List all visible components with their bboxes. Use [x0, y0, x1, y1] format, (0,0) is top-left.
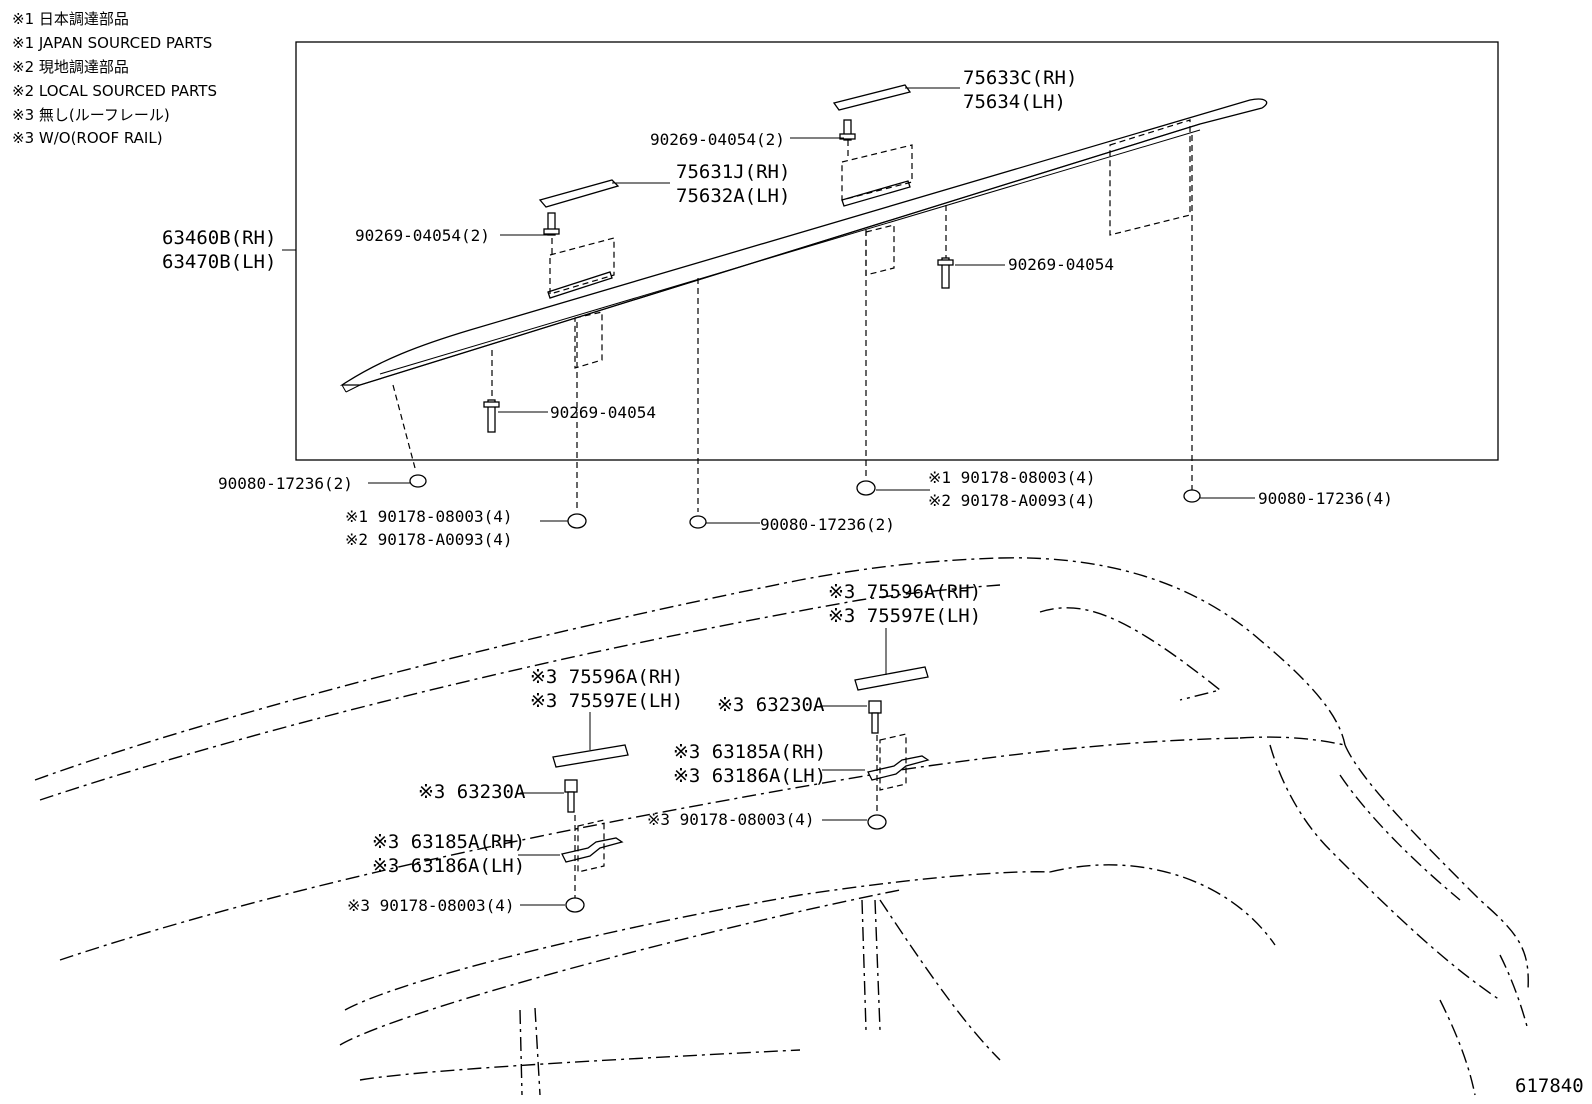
label-90178-left-lower: ※3 90178-08003(4): [347, 896, 515, 915]
label-90269-d: 90269-04054: [550, 403, 656, 422]
nut-left-lower[interactable]: [565, 897, 585, 913]
rail-cover-front[interactable]: [538, 179, 620, 208]
label-63230a-left: ※3 63230A: [418, 781, 526, 803]
label-90269-b: 90269-04054(2): [355, 226, 490, 245]
label-90178-right-lower: ※3 90178-08003(4): [647, 810, 815, 829]
label-90080-a: 90080-17236(2): [218, 474, 353, 493]
rail-seat-front[interactable]: [547, 271, 613, 299]
label-90080-b: 90080-17236(4): [1258, 489, 1393, 508]
note-3-jp: ※3 無し(ルーフレール): [12, 106, 170, 124]
note-2-jp: ※2 現地調達部品: [12, 58, 129, 76]
label-63185a-left: ※3 63185A(RH): [372, 831, 525, 853]
bolt-left-lower[interactable]: [564, 779, 578, 813]
label-90080-c: 90080-17236(2): [760, 515, 895, 534]
note-3-en: ※3 W/O(ROOF RAIL): [12, 129, 163, 147]
diagram-id: 617840: [1515, 1075, 1584, 1097]
label-75597e-left: ※3 75597E(LH): [530, 690, 683, 712]
legend-notes: ※1 日本調達部品 ※1 JAPAN SOURCED PARTS ※2 現地調達…: [12, 10, 217, 147]
leader-lines-lower: [518, 628, 887, 906]
label-63186a-right: ※3 63186A(LH): [673, 765, 826, 787]
rail-cover-left-lower[interactable]: [552, 744, 629, 768]
rail-cover-rear[interactable]: [832, 84, 912, 111]
label-90178-b: ※2 90178-A0093(4): [928, 491, 1096, 510]
label-75596a-left: ※3 75596A(RH): [530, 666, 683, 688]
label-63185a-right: ※3 63185A(RH): [673, 741, 826, 763]
stud-bolt-icon: [483, 119, 954, 433]
label-75597e-right: ※3 75597E(LH): [828, 605, 981, 627]
label-90178-a: ※1 90178-08003(4): [928, 468, 1096, 487]
label-75633c: 75633C(RH): [963, 67, 1077, 89]
label-75631j: 75631J(RH): [676, 161, 790, 183]
vehicle-body-outline: [34, 557, 1529, 1096]
roof-rail[interactable]: [339, 98, 1268, 393]
nut-icon: [409, 474, 1201, 529]
roof-rail-frame: [295, 41, 1499, 461]
lower-labels: ※3 75596A(RH) ※3 75597E(LH) ※3 75596A(RH…: [347, 581, 981, 915]
label-63460b: 63460B(RH): [162, 227, 276, 249]
label-75596a-right: ※3 75596A(RH): [828, 581, 981, 603]
label-75634: 75634(LH): [963, 91, 1066, 113]
bolt-right-lower[interactable]: [868, 700, 882, 734]
label-90178-d: ※2 90178-A0093(4): [345, 530, 513, 549]
note-2-en: ※2 LOCAL SOURCED PARTS: [12, 82, 217, 100]
rail-seat-rear[interactable]: [841, 180, 911, 207]
label-90178-c: ※1 90178-08003(4): [345, 507, 513, 526]
rail-cover-right-lower[interactable]: [854, 666, 929, 691]
upper-labels: 75633C(RH) 75634(LH) 90269-04054(2) 7563…: [162, 67, 1393, 549]
label-90269-a: 90269-04054(2): [650, 130, 785, 149]
label-63230a-right: ※3 63230A: [717, 694, 825, 716]
label-90269-c: 90269-04054: [1008, 255, 1114, 274]
label-63470b: 63470B(LH): [162, 251, 276, 273]
label-63186a-left: ※3 63186A(LH): [372, 855, 525, 877]
note-1-en: ※1 JAPAN SOURCED PARTS: [12, 34, 212, 52]
nut-right-lower[interactable]: [867, 814, 887, 830]
leader-lines: [282, 87, 1255, 524]
bracket-left-lower[interactable]: [561, 837, 624, 863]
note-1-jp: ※1 日本調達部品: [12, 10, 129, 28]
label-75632a: 75632A(LH): [676, 185, 790, 207]
